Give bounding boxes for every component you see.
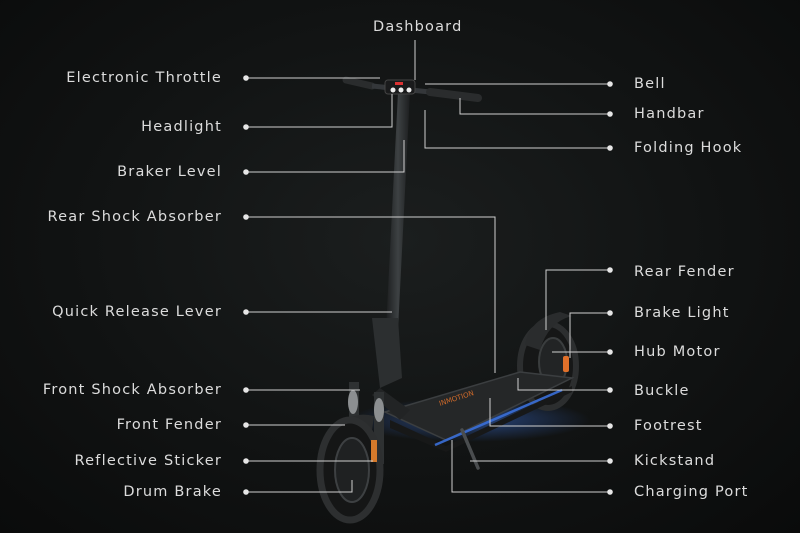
footrest-label: Footrest — [634, 418, 703, 434]
charging-port-label: Charging Port — [634, 484, 749, 500]
right-shock — [374, 398, 384, 422]
buckle-label: Buckle — [634, 383, 690, 399]
dashboard-label: Dashboard — [373, 19, 463, 35]
bell-label: Bell — [634, 76, 666, 92]
rear-fender-shape — [525, 312, 572, 350]
brake-light-label: Brake Light — [634, 305, 730, 321]
brake-light-shape — [563, 356, 569, 372]
callout-dots — [243, 75, 613, 495]
headlight-label: Headlight — [141, 119, 222, 135]
drum-brake-shape — [334, 437, 370, 503]
front-shock-absorber-label: Front Shock Absorber — [42, 382, 222, 398]
folding-hook-label: Folding Hook — [634, 140, 743, 156]
deck-shape — [382, 371, 575, 441]
drum-brake-label: Drum Brake — [123, 484, 222, 500]
stem-upper — [386, 92, 410, 330]
electronic-throttle-label: Electronic Throttle — [66, 70, 222, 86]
scooter: INMOTION — [316, 76, 590, 524]
callout-lines — [246, 40, 610, 493]
rear-fender-label: Rear Fender — [634, 264, 735, 280]
handbar-label: Handbar — [634, 106, 705, 122]
front-fender-label: Front Fender — [116, 417, 222, 433]
left-grip — [342, 76, 376, 90]
hub-motor-label: Hub Motor — [634, 344, 721, 360]
kickstand-label: Kickstand — [634, 453, 716, 469]
right-grip — [426, 88, 482, 102]
reflective-sticker-label: Reflective Sticker — [74, 453, 222, 469]
rear-shock-absorber-label: Rear Shock Absorber — [47, 209, 222, 225]
left-shock — [348, 390, 358, 414]
kickstand-shape — [460, 428, 480, 470]
braker-level-label: Braker Level — [117, 164, 222, 180]
ambient-strip — [434, 388, 563, 447]
reflective-sticker-shape — [371, 440, 377, 462]
right-fork — [374, 392, 384, 464]
dashboard-led — [395, 82, 403, 85]
quick-release-lever-label: Quick Release Lever — [52, 304, 222, 320]
stem-lower — [372, 318, 402, 388]
